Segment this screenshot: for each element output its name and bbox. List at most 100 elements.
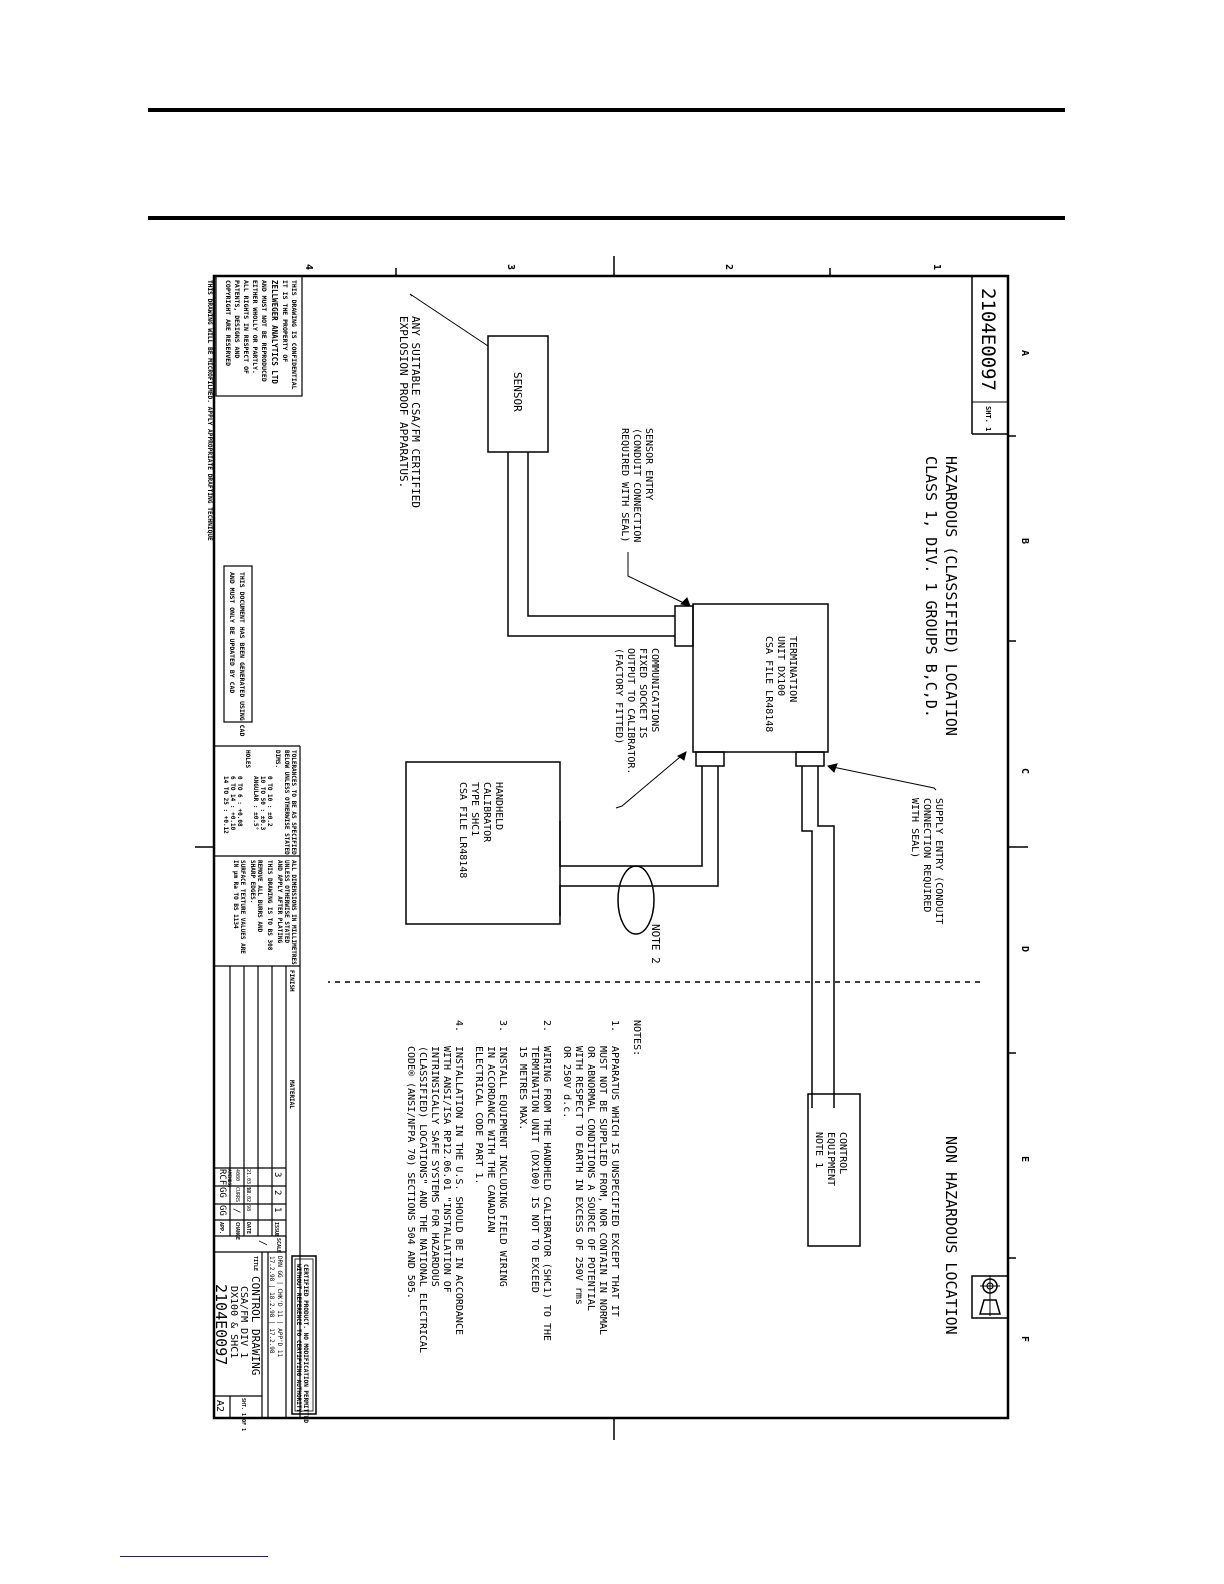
control-equipment-line3: NOTE 1 <box>813 1132 824 1168</box>
confidential-line8: COPYRIGHT ARE RESERVED <box>224 280 232 366</box>
control-equipment-box <box>807 1093 861 1247</box>
revision-header-change: CHANGE <box>234 1222 240 1240</box>
revision-header-issue: ISSUE <box>273 1222 279 1237</box>
note-3-number: 3. <box>497 1020 508 1032</box>
note-1-line4: WITH RESPECT TO EARTH IN EXCESS OF 250V … <box>573 1046 584 1305</box>
note-4-line4: (CLASSIFIED) LOCATIONS" AND THE NATIONAL… <box>417 1046 428 1353</box>
scale-label: SCALE <box>275 1238 281 1253</box>
non-hazardous-area-label: NON HAZARDOUS LOCATION <box>942 1136 960 1335</box>
revision-1-date: 21.03.98 <box>245 1169 251 1193</box>
sign-row: DRN GG | CHK'D 11 | APP'D 11 <box>276 1256 283 1358</box>
grid-col-f: F <box>1019 1336 1030 1342</box>
tolerances-line2: BELOW UNLESS OTHERWISE STATED <box>283 750 290 855</box>
tolerances-line8: 0 TO 6 : +0.08 <box>236 776 243 827</box>
sensor-entry-line2: (CONDUIT CONNECTION <box>631 428 642 542</box>
note-1-line2: MUST NOT BE SUPPLIED FROM, NOR CONTAIN I… <box>597 1046 608 1335</box>
dims-note-line4: THIS DRAWING IS TO BS 308 <box>266 860 273 951</box>
certified-note-box <box>291 1255 317 1415</box>
note-2-line1: WIRING FROM THE HANDHELD CALIBRATOR (SHC… <box>541 1046 552 1341</box>
tolerances-line3: DIMS. <box>274 750 281 768</box>
microfilm-note: THIS DRAWING WILL BE MICROFILMED. APPLY … <box>206 280 213 541</box>
header-rule-top <box>148 108 1065 112</box>
size-code: A2 <box>214 1400 225 1412</box>
sheet-count-label: SHT. 1 OF 1 <box>240 1398 246 1431</box>
note-2-line2: TERMINATION UNIT (DX100) IS NOT TO EXCEE… <box>529 1046 540 1293</box>
revision-2-change: CURRS <box>234 1187 240 1202</box>
grid-col-b: B <box>1019 538 1030 544</box>
note-3-line2: IN ACCORDANCE WITH THE CANADIAN <box>485 1046 496 1233</box>
confidential-line5: EITHER WHOLLY OR PARTLY. <box>251 280 259 374</box>
dims-note-line5: REMOVE ALL BURRS AND <box>256 860 263 933</box>
sensor-entry-line3: REQUIRED WITH SEAL) <box>619 428 630 542</box>
revision-2-issue: 2 <box>272 1190 282 1195</box>
calibrator-line2: CALIBRATOR <box>481 782 492 843</box>
revision-2-app: GG <box>217 1187 227 1198</box>
dims-note-line1: ALL DIMENSIONS IN MILLIMETRES <box>290 860 297 965</box>
sensor-note-line1: ANY SUITABLE CSA/FM CERTIFIED <box>409 316 422 508</box>
termination-line1: TERMINATION <box>787 636 798 702</box>
header-rule-bottom <box>148 216 1065 220</box>
dims-note-line8: IN μm Ra TO BS 1134 <box>232 860 239 929</box>
footer-link-underline <box>120 1556 268 1557</box>
note-2-line3: 15 METRES MAX. <box>517 1046 528 1130</box>
note-4-line3: INTRINSICALLY SAFE SYSTEMS FOR HAZARDOUS <box>429 1046 440 1287</box>
note-1-line1: APPARATUS WHICH IS UNSPECIFIED EXCEPT TH… <box>609 1046 620 1317</box>
finish-label: FINISH <box>288 970 295 992</box>
note-4-line1: INSTALLATION IN THE U.S. SHOULD BE IN AC… <box>453 1046 464 1335</box>
certified-note-line2: WITHOUT REFERENCE TO CERTIFYING AUTHORIT… <box>295 1264 302 1412</box>
revision-1-issue: 3 <box>272 1172 282 1177</box>
tolerances-line7: HOLES <box>244 750 251 768</box>
cad-note-box <box>223 565 253 723</box>
grid-row-3: 3 <box>505 264 516 270</box>
notes-heading: NOTES: <box>631 1020 642 1056</box>
revision-1-change: 4080 <box>234 1169 240 1181</box>
sheet-label-top: SHT. 1 <box>984 406 992 431</box>
supply-entry-line2: CONNECTION REQUIRED <box>921 798 932 912</box>
communications-line2: FIXED SOCKET IS <box>637 648 648 738</box>
note-4-line2: WITH ANSI/ISA RP12.06.01 "INSTALLATION O… <box>441 1046 452 1293</box>
drawing-number-bottom: 2104E0097 <box>212 1284 230 1365</box>
note-1-number: 1. <box>609 1020 620 1032</box>
note-3-line1: INSTALL EQUIPMENT INCLUDING FIELD WIRING <box>497 1046 508 1287</box>
control-equipment-line2: EQUIPMENT <box>825 1132 836 1186</box>
grid-col-a: A <box>1019 350 1030 356</box>
tolerances-line9: 6 TO 14 : +0.10 <box>229 776 236 831</box>
tolerances-line5: 10 TO 50 : ±0.3 <box>259 776 266 831</box>
revision-3-issue: 1 <box>272 1207 282 1212</box>
zone-ticks <box>195 256 1028 1440</box>
termination-line3: CSA FILE LR48148 <box>763 636 774 732</box>
note-1-line5: OR 250V d.c. <box>561 1046 572 1118</box>
revision-header-app: APP. <box>218 1222 224 1234</box>
dims-note-line7: SURFACE TEXTURE VALUES ARE <box>239 860 246 954</box>
confidential-box <box>215 275 303 397</box>
calibrator-line1: HANDHELD <box>493 782 504 830</box>
dims-note-line6: SHARP EDGES. <box>249 860 256 903</box>
grid-row-4: 4 <box>303 264 314 270</box>
title-line1: CONTROL DRAWING <box>249 1276 262 1375</box>
material-label: MATERIAL <box>288 1080 295 1109</box>
communications-line1: COMMUNICATIONS <box>649 648 660 732</box>
revision-header-date: DATE <box>245 1222 251 1234</box>
revision-1-app: RCF <box>217 1169 227 1185</box>
communications-line3: OUTPUT TO CALIBRATOR. <box>625 648 636 774</box>
communications-line4: (FACTORY FITTED) <box>613 648 624 744</box>
title-line3: DX100 & SHC1 <box>228 1286 239 1358</box>
confidential-line4: AND MUST NOT BE REPRODUCED <box>260 280 268 382</box>
tolerances-line4: 0 TO 10 : ±0.2 <box>266 776 273 827</box>
revision-3-change: / <box>231 1208 241 1213</box>
termination-unit-box <box>692 603 829 753</box>
dims-note-line2: UNLESS OTHERWISE STATED <box>283 860 290 943</box>
title-block <box>214 745 301 1418</box>
hazardous-area-line2: CLASS 1, DIV. 1 GROUPS B,C,D. <box>922 456 940 718</box>
scale-value: / <box>257 1240 268 1246</box>
tolerances-line1: TOLERANCES TO BE AS SPECIFIED <box>290 750 297 855</box>
confidential-line6: ALL RIGHTS IN RESPECT OF <box>242 280 250 374</box>
notes-block: NOTES: 1. APPARATUS WHICH IS UNSPECIFIED… <box>405 1020 642 1353</box>
grid-col-e: E <box>1019 1156 1030 1162</box>
grid-col-d: D <box>1019 946 1030 952</box>
cad-note-line1: THIS DOCUMENT HAS BEEN GENERATED USING C… <box>238 572 246 736</box>
note2-label: NOTE 2 <box>649 924 662 964</box>
tolerances-line6: ANGULAR : ±0.5° <box>252 776 259 830</box>
control-equipment-line1: CONTROL <box>837 1132 848 1174</box>
revision-3-app: GG <box>217 1205 227 1216</box>
